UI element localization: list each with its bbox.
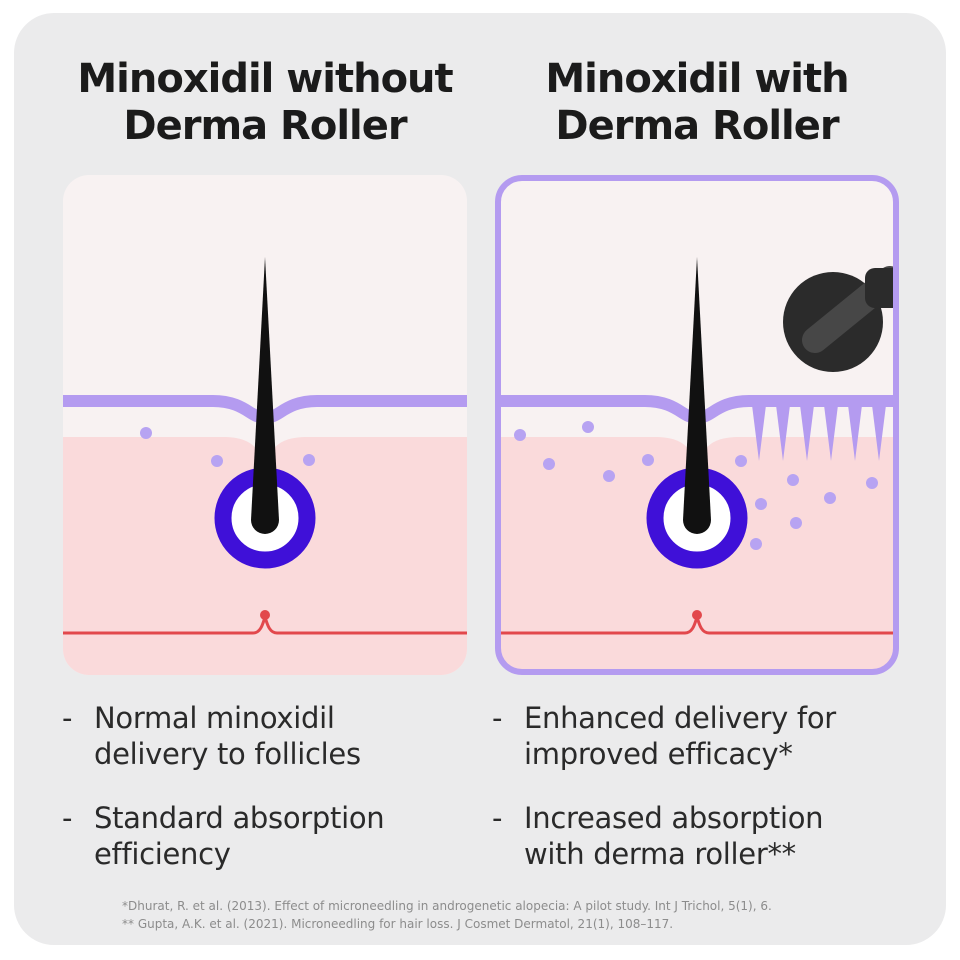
highlight-border <box>495 175 899 675</box>
bullet-line: with derma roller** <box>524 837 796 871</box>
minoxidil-dot-icon <box>790 517 802 529</box>
right-title-line-1: Minoxidil with <box>545 56 849 102</box>
minoxidil-dot-icon <box>824 492 836 504</box>
minoxidil-dot-icon <box>543 458 555 470</box>
bullet-line: Normal minoxidil <box>94 701 335 735</box>
skin-diagram-with-roller <box>495 175 899 675</box>
list-item: - Standard absorption efficiency <box>62 800 462 872</box>
bullet-marker: - <box>62 801 73 835</box>
minoxidil-dot-icon <box>211 455 223 467</box>
derma-roller-icon <box>783 266 895 372</box>
minoxidil-dot-icon <box>603 470 615 482</box>
list-item: - Increased absorption with derma roller… <box>492 800 892 872</box>
minoxidil-dot-icon <box>140 427 152 439</box>
hair-strand-icon <box>251 257 279 534</box>
references: *Dhurat, R. et al. (2013). Effect of mic… <box>122 897 942 933</box>
right-benefit-list: - Enhanced delivery for improved efficac… <box>492 700 892 900</box>
bullet-marker: - <box>492 701 503 735</box>
capillary-node <box>692 610 702 620</box>
minoxidil-dot-icon <box>303 454 315 466</box>
minoxidil-dot-icon <box>514 429 526 441</box>
right-column-title: Minoxidil with Derma Roller <box>482 56 912 150</box>
skin-diagram-without-roller <box>63 175 467 675</box>
bullet-marker: - <box>492 801 503 835</box>
bullet-line: improved efficacy* <box>524 737 793 771</box>
minoxidil-dot-icon <box>642 454 654 466</box>
reference-2: ** Gupta, A.K. et al. (2021). Microneedl… <box>122 917 674 931</box>
list-item: - Normal minoxidil delivery to follicles <box>62 700 462 772</box>
right-title-line-2: Derma Roller <box>555 103 839 149</box>
bullet-line: Increased absorption <box>524 801 824 835</box>
microneedle-icon <box>752 405 886 461</box>
bullet-line: efficiency <box>94 837 231 871</box>
minoxidil-dot-icon <box>750 538 762 550</box>
minoxidil-dot-icon <box>866 477 878 489</box>
minoxidil-dot-icon <box>582 421 594 433</box>
bullet-line: Standard absorption <box>94 801 385 835</box>
reference-1: *Dhurat, R. et al. (2013). Effect of mic… <box>122 899 772 913</box>
capillary-node <box>260 610 270 620</box>
bullet-line: delivery to follicles <box>94 737 361 771</box>
minoxidil-dot-icon <box>787 474 799 486</box>
left-title-line-2: Derma Roller <box>123 103 407 149</box>
bullet-line: Enhanced delivery for <box>524 701 836 735</box>
list-item: - Enhanced delivery for improved efficac… <box>492 700 892 772</box>
minoxidil-dot-icon <box>735 455 747 467</box>
hair-strand-icon <box>683 257 711 534</box>
left-column-title: Minoxidil without Derma Roller <box>50 56 480 150</box>
left-title-line-1: Minoxidil without <box>77 56 453 102</box>
bullet-marker: - <box>62 701 73 735</box>
minoxidil-dot-icon <box>755 498 767 510</box>
left-benefit-list: - Normal minoxidil delivery to follicles… <box>62 700 462 900</box>
